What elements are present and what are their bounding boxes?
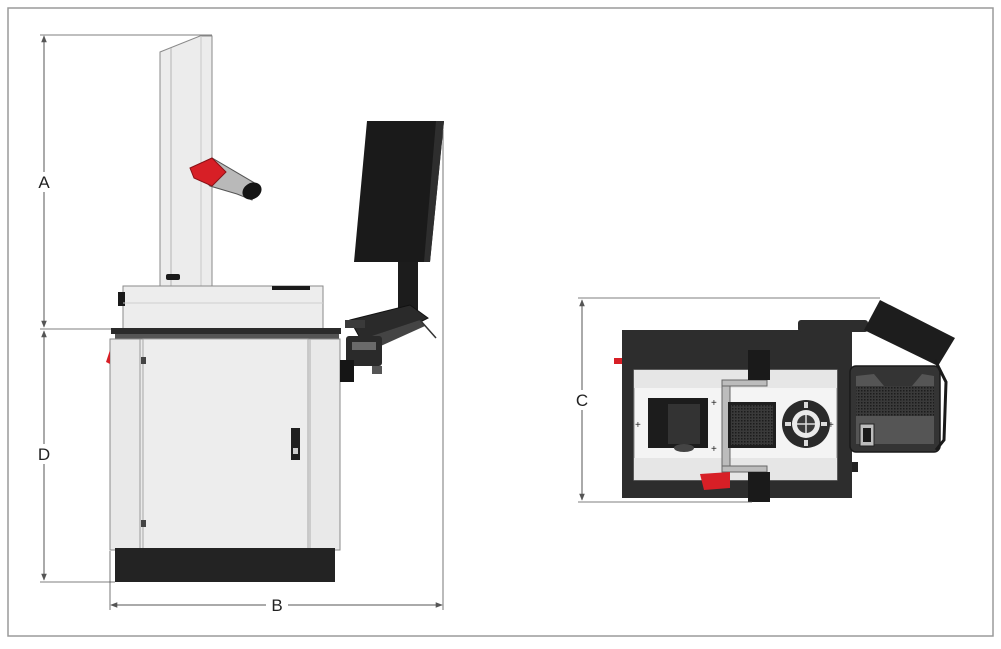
svg-text:+: + [828,420,834,431]
joystick-controller [340,336,382,382]
gantry-bridge [721,350,776,502]
control-unit-top [849,365,941,472]
table-edge [115,334,339,339]
dimension-d-label: D [38,445,50,464]
dimension-c-label: C [576,391,588,410]
dimension-a: A [38,34,212,328]
drawing-frame [7,7,994,637]
monitor-top [864,300,955,451]
bed-markers: + + + + [635,398,834,455]
probe-arm [189,157,262,201]
side-view-machine [106,35,444,582]
monitor-arm [345,255,437,350]
svg-text:+: + [711,444,717,455]
table-top [111,328,341,334]
probe-arm-top [700,472,730,490]
svg-text:+: + [635,420,641,431]
top-view-machine: + + + + [614,300,955,502]
dimension-d: D [38,330,115,583]
dimension-c: C [576,297,880,503]
dimension-a-label: A [38,173,50,192]
monitor [354,121,444,262]
cabinet-handle [291,428,300,460]
cabinet-plinth [115,548,335,582]
measuring-column [159,35,213,288]
svg-text:+: + [711,398,717,409]
dimension-b: B [109,130,444,615]
cabinet [106,338,341,551]
rotary-table [782,400,830,448]
upper-housing [118,285,324,331]
dimension-b-label: B [271,596,282,615]
